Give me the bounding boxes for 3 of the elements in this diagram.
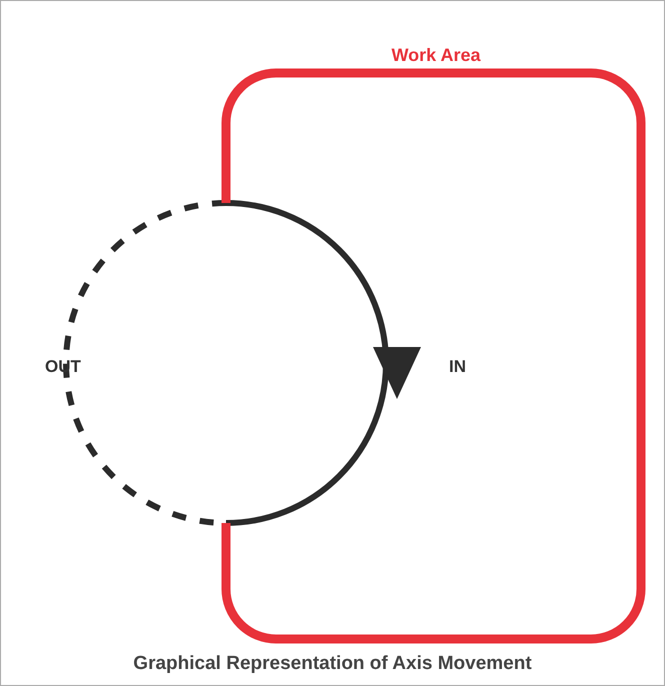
area-title: Work Area — [390, 45, 482, 66]
caption: Graphical Representation of Axis Movement — [132, 653, 533, 675]
in-label: IN — [449, 357, 466, 377]
